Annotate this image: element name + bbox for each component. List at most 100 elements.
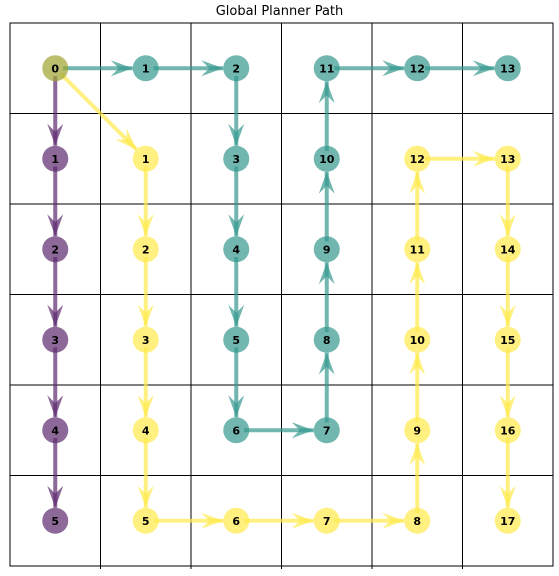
path-node: 5: [223, 326, 250, 353]
arrow-head: [137, 304, 154, 327]
node-circle: [313, 145, 340, 172]
node-circle: [313, 326, 340, 353]
node-circle: [404, 236, 431, 263]
node-circle: [404, 417, 431, 444]
arrow-head: [499, 304, 516, 327]
node-label: 2: [51, 243, 59, 256]
path-node: 8: [313, 326, 340, 353]
path-node: 13: [494, 55, 521, 82]
node-circle: [132, 417, 159, 444]
arrow-head: [137, 214, 154, 237]
arrow-head: [409, 262, 426, 285]
arrow-head: [318, 81, 335, 104]
arrow-head: [472, 60, 495, 77]
path-node: 1: [42, 145, 69, 172]
node-label: 9: [323, 243, 331, 256]
node-circle: [404, 55, 431, 82]
arrow-head: [47, 123, 64, 146]
node-label: 4: [142, 424, 150, 437]
node-label: 11: [319, 62, 334, 75]
path-node: 5: [132, 507, 159, 534]
path-node: 3: [132, 326, 159, 353]
node-label: 10: [319, 153, 335, 166]
node-circle: [494, 55, 521, 82]
path-node: 11: [404, 236, 431, 263]
path-node: 11: [313, 55, 340, 82]
node-circle: [313, 236, 340, 263]
node-label: 5: [51, 515, 59, 528]
arrow-head: [47, 304, 64, 327]
node-circle: [42, 145, 69, 172]
arrow-head: [291, 422, 314, 439]
node-label: 13: [500, 62, 515, 75]
arrow-head: [201, 512, 224, 529]
node-circle: [42, 326, 69, 353]
arrow-head: [47, 395, 64, 418]
node-circle: [404, 507, 431, 534]
node-label: 5: [142, 515, 150, 528]
arrow-head: [228, 123, 245, 146]
arrow-head: [382, 512, 405, 529]
arrow-head: [318, 352, 335, 375]
arrow-head: [409, 443, 426, 466]
node-circle: [223, 507, 250, 534]
node-label: 7: [323, 424, 331, 437]
path-node: 2: [42, 236, 69, 263]
node-label: 12: [410, 62, 425, 75]
node-circle: [313, 507, 340, 534]
node-circle: [132, 326, 159, 353]
node-label: 5: [232, 334, 240, 347]
arrow-head: [318, 262, 335, 285]
arrow-head: [201, 60, 224, 77]
path-node: 6: [223, 507, 250, 534]
node-circle: [42, 417, 69, 444]
node-label: 11: [410, 243, 425, 256]
node-label: 16: [500, 424, 516, 437]
path-node: 15: [494, 326, 521, 353]
arrow-head: [228, 304, 245, 327]
path-node: 4: [42, 417, 69, 444]
path-node: 2: [223, 55, 250, 82]
path-node: 7: [313, 417, 340, 444]
path-node: 7: [313, 507, 340, 534]
arrow-head: [499, 395, 516, 418]
node-label: 1: [142, 153, 150, 166]
node-circle: [313, 417, 340, 444]
node-circle: [132, 236, 159, 263]
path-node: 14: [494, 236, 521, 263]
path-node: 5: [42, 507, 69, 534]
node-label: 8: [323, 334, 331, 347]
node-label: 14: [500, 243, 516, 256]
node-label: 3: [142, 334, 150, 347]
path-node: 10: [404, 326, 431, 353]
path-node: 3: [42, 326, 69, 353]
node-label: 6: [232, 515, 240, 528]
node-circle: [404, 326, 431, 353]
path-node: 2: [132, 236, 159, 263]
node-circle: [223, 55, 250, 82]
path-node: 13: [494, 145, 521, 172]
node-circle: [132, 507, 159, 534]
path-node: 8: [404, 507, 431, 534]
path-node: 17: [494, 507, 521, 534]
arrow-head: [228, 395, 245, 418]
node-label: 7: [323, 515, 331, 528]
node-label: 3: [232, 153, 240, 166]
node-circle: [132, 55, 159, 82]
path-node: 12: [404, 55, 431, 82]
path-node: 1: [132, 145, 159, 172]
arrow-head: [110, 60, 133, 77]
node-circle: [494, 507, 521, 534]
node-circle: [494, 145, 521, 172]
path-node: 4: [132, 417, 159, 444]
path-node: 10: [313, 145, 340, 172]
arrow-head: [318, 171, 335, 194]
arrow-head: [499, 485, 516, 508]
arrow-head: [382, 60, 405, 77]
node-circle: [404, 145, 431, 172]
node-circle: [494, 417, 521, 444]
node-circle: [494, 326, 521, 353]
node-label: 4: [51, 424, 59, 437]
arrow-head: [409, 352, 426, 375]
